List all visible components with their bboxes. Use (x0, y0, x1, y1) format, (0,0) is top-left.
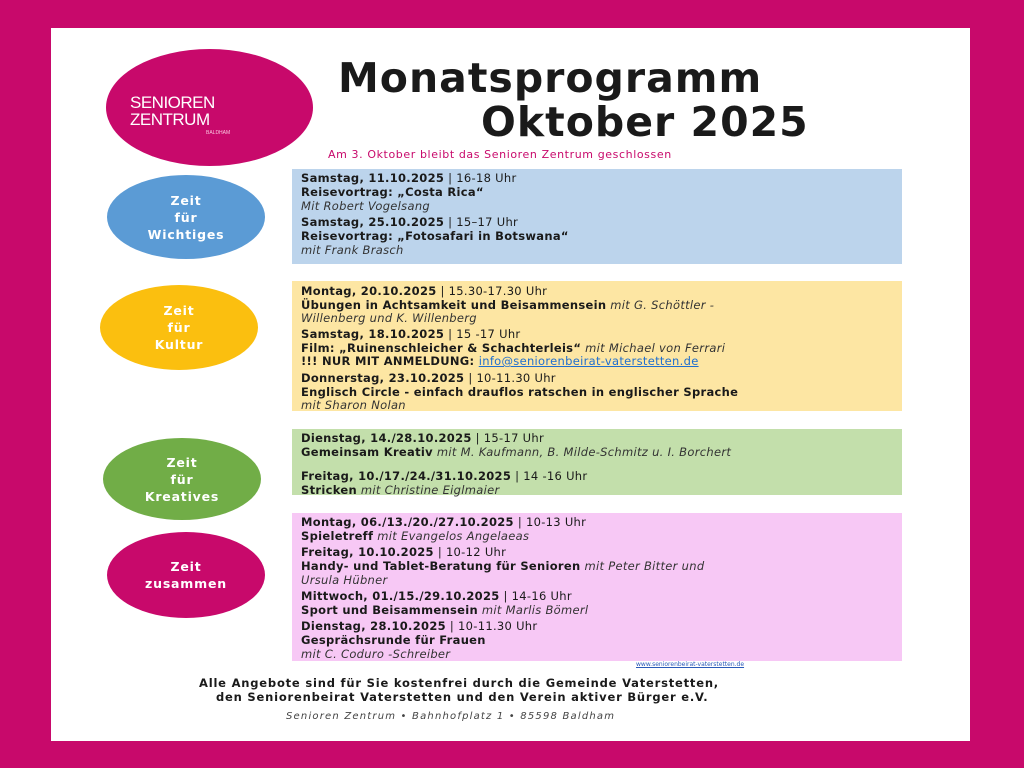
event-title: Reisevortrag: „Costa Rica“ (301, 185, 484, 199)
event-time: | 10-11.30 Uhr (445, 619, 538, 633)
event-host: Willenberg und K. Willenberg (301, 311, 477, 325)
logo-subtext: BALDHAM (206, 130, 231, 136)
footer-sponsors-line-2: den Seniorenbeirat Vaterstetten und den … (216, 690, 709, 704)
event-title-line: Film: „Ruinenschleicher & Schachterleis“… (301, 341, 725, 355)
event-date: Montag, 06./13./20./27.10.2025 (301, 515, 514, 529)
events-kreatives: Dienstag, 14./28.10.2025 | 15-17 Uhr Gem… (292, 429, 902, 497)
event-date: Samstag, 25.10.2025 (301, 215, 445, 229)
category-zusammen: Zeit zusammen (107, 532, 265, 618)
event-time: | 14 -16 Uhr (511, 469, 588, 483)
title-line-2: Oktober 2025 (481, 98, 809, 146)
event-date-line: Samstag, 18.10.2025 | 15 -17 Uhr (301, 327, 520, 341)
category-label-line: Wichtiges (147, 226, 225, 242)
event-date-line: Montag, 20.10.2025 | 15.30-17.30 Uhr (301, 284, 547, 298)
category-label-line: Kultur (154, 337, 204, 352)
event-date-line: Mittwoch, 01./15./29.10.2025 | 14-16 Uhr (301, 589, 572, 603)
event-time: | 15.30-17.30 Uhr (436, 284, 548, 298)
category-label-line: für (174, 209, 198, 225)
registration-line: !!! NUR MIT ANMELDUNG: info@seniorenbeir… (301, 354, 699, 368)
event-host: mit Marlis Bömerl (477, 603, 589, 617)
event-host: mit Christine Eiglmaier (356, 483, 500, 497)
footer-address: Senioren Zentrum • Bahnhofplatz 1 • 8559… (286, 711, 616, 722)
event-host: mit G. Schöttler - (606, 298, 715, 312)
event-time: | 15 -17 Uhr (444, 327, 521, 341)
event-title-line: Sport und Beisammensein mit Marlis Bömer… (301, 603, 588, 617)
event-title-line: Übungen in Achtsamkeit und Beisammensein… (301, 298, 714, 312)
events-kultur: Montag, 20.10.2025 | 15.30-17.30 Uhr Übu… (292, 281, 902, 412)
event-host: mit Frank Brasch (301, 243, 404, 257)
event-date: Dienstag, 28.10.2025 (301, 619, 446, 633)
event-time: | 10-12 Uhr (433, 545, 507, 559)
event-title: Gesprächsrunde für Frauen (301, 633, 486, 647)
event-host: mit Peter Bitter und (580, 559, 705, 573)
event-time: | 16-18 Uhr (444, 171, 517, 185)
event-title-line: Stricken mit Christine Eiglmaier (301, 483, 500, 497)
event-date: Montag, 20.10.2025 (301, 284, 437, 298)
event-date: Donnerstag, 23.10.2025 (301, 371, 465, 385)
event-host: mit Evangelos Angelaeas (373, 529, 530, 543)
event-host: mit M. Kaufmann, B. Milde-Schmitz u. I. … (432, 445, 732, 459)
category-label-line: Zeit (166, 454, 198, 470)
event-time: | 15–17 Uhr (444, 215, 519, 229)
event-title: Reisevortrag: „Fotosafari in Botswana“ (301, 229, 569, 243)
flyer-page: SENIOREN ZENTRUM BALDHAM Monatsprogramm … (51, 28, 970, 741)
category-label-line: Zeit (170, 559, 202, 574)
category-label-line: Kreatives (144, 488, 220, 504)
event-title: Sport und Beisammensein (301, 603, 478, 617)
event-title: Übungen in Achtsamkeit und Beisammensein (301, 298, 607, 312)
event-host: mit Michael von Ferrari (581, 341, 726, 355)
event-host: Mit Robert Vogelsang (301, 199, 431, 213)
event-date: Mittwoch, 01./15./29.10.2025 (301, 589, 500, 603)
category-kreatives: Zeit für Kreatives (103, 438, 261, 520)
category-label-line: für (167, 320, 191, 335)
event-title: Stricken (301, 483, 357, 497)
event-date-line: Samstag, 11.10.2025 | 16-18 Uhr (301, 171, 516, 185)
event-time: | 15-17 Uhr (471, 431, 545, 445)
category-kultur: Zeit für Kultur (100, 285, 258, 370)
event-date: Samstag, 18.10.2025 (301, 327, 445, 341)
events-wichtiges: Samstag, 11.10.2025 | 16-18 Uhr Reisevor… (292, 169, 902, 264)
event-date: Freitag, 10./17./24./31.10.2025 (301, 469, 512, 483)
event-date-line: Donnerstag, 23.10.2025 | 10-11.30 Uhr (301, 371, 556, 385)
event-date-line: Freitag, 10./17./24./31.10.2025 | 14 -16… (301, 469, 587, 483)
title-line-1: Monatsprogramm (338, 54, 763, 102)
registration-email-link[interactable]: info@seniorenbeirat-vaterstetten.de (478, 354, 699, 368)
logo-text-zentrum: ZENTRUM (130, 110, 210, 129)
event-date-line: Dienstag, 14./28.10.2025 | 15-17 Uhr (301, 431, 544, 445)
event-date: Samstag, 11.10.2025 (301, 171, 445, 185)
footer-sponsors-line-1: Alle Angebote sind für Sie kostenfrei du… (199, 676, 719, 690)
event-title: Handy- und Tablet-Beratung für Senioren (301, 559, 581, 573)
event-host: mit Sharon Nolan (301, 398, 406, 412)
event-date-line: Freitag, 10.10.2025 | 10-12 Uhr (301, 545, 506, 559)
logo (106, 49, 313, 166)
event-host: Ursula Hübner (301, 573, 388, 587)
event-title: Englisch Circle - einfach drauflos ratsc… (301, 385, 739, 399)
registration-note: !!! NUR MIT ANMELDUNG: (301, 354, 479, 368)
event-title-line: Spieletreff mit Evangelos Angelaeas (301, 529, 529, 543)
event-date-line: Dienstag, 28.10.2025 | 10-11.30 Uhr (301, 619, 537, 633)
event-time: | 14-16 Uhr (499, 589, 572, 603)
event-title-line: Gemeinsam Kreativ mit M. Kaufmann, B. Mi… (301, 445, 731, 459)
category-wichtiges: Zeit für Wichtiges (107, 175, 265, 259)
category-label-line: zusammen (145, 576, 227, 591)
website-link[interactable]: www.seniorenbeirat-vaterstetten.de (636, 661, 745, 668)
event-title: Spieletreff (301, 529, 374, 543)
event-title: Gemeinsam Kreativ (301, 445, 433, 459)
event-title: Film: „Ruinenschleicher & Schachterleis“ (301, 341, 582, 355)
closure-notice: Am 3. Oktober bleibt das Senioren Zentru… (328, 148, 672, 161)
event-time: | 10-11.30 Uhr (464, 371, 556, 385)
event-date: Freitag, 10.10.2025 (301, 545, 434, 559)
category-label-line: für (170, 471, 194, 487)
event-date-line: Montag, 06./13./20./27.10.2025 | 10-13 U… (301, 515, 586, 529)
event-date: Dienstag, 14./28.10.2025 (301, 431, 472, 445)
logo-text-senioren: SENIOREN (130, 93, 215, 112)
category-label-line: Zeit (170, 192, 202, 208)
event-date-line: Samstag, 25.10.2025 | 15–17 Uhr (301, 215, 518, 229)
category-label-line: Zeit (163, 303, 195, 318)
event-title-line: Handy- und Tablet-Beratung für Senioren … (301, 559, 704, 573)
event-host: mit C. Coduro -Schreiber (301, 647, 451, 661)
events-zusammen: Montag, 06./13./20./27.10.2025 | 10-13 U… (292, 513, 902, 661)
event-time: | 10-13 Uhr (513, 515, 587, 529)
